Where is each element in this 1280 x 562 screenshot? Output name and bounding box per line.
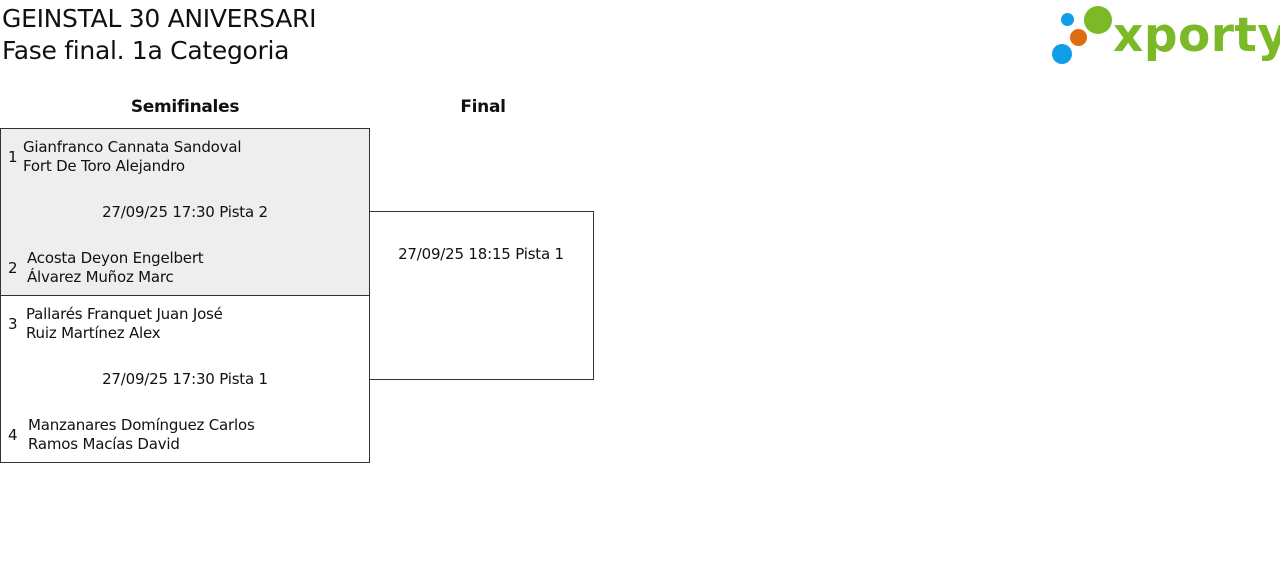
logo-blue-large-dot-icon xyxy=(1052,44,1072,64)
team-seed: 1 xyxy=(8,148,18,166)
match-schedule: 27/09/25 18:15 Pista 1 xyxy=(398,245,564,263)
team-seed: 2 xyxy=(8,259,18,277)
logo-orange-dot-icon xyxy=(1070,29,1087,46)
semifinal-match-2: 3 Pallarés Franquet Juan José Ruiz Martí… xyxy=(0,295,370,463)
round-header-semifinals: Semifinales xyxy=(130,97,240,117)
player-name: Gianfranco Cannata Sandoval xyxy=(23,138,242,156)
match-schedule: 27/09/25 17:30 Pista 1 xyxy=(102,370,268,388)
player-name: Acosta Deyon Engelbert xyxy=(27,249,204,267)
semifinal-match-1: 1 Gianfranco Cannata Sandoval Fort De To… xyxy=(0,128,370,296)
logo-blue-small-dot-icon xyxy=(1061,13,1074,26)
team-seed: 4 xyxy=(8,426,18,444)
match-schedule: 27/09/25 17:30 Pista 2 xyxy=(102,203,268,221)
player-name: Ruiz Martínez Alex xyxy=(26,324,161,342)
player-name: Pallarés Franquet Juan José xyxy=(26,305,223,323)
round-header-final: Final xyxy=(460,97,506,117)
page-title: GEINSTAL 30 ANIVERSARI xyxy=(2,4,317,33)
page-subtitle: Fase final. 1a Categoria xyxy=(2,36,290,65)
xporty-logo: xporty xyxy=(1048,2,1280,68)
logo-wordmark: xporty xyxy=(1113,8,1280,63)
logo-green-dot-icon xyxy=(1084,6,1112,34)
player-name: Álvarez Muñoz Marc xyxy=(27,268,174,286)
team-seed: 3 xyxy=(8,315,18,333)
final-match: 27/09/25 18:15 Pista 1 xyxy=(369,211,594,380)
player-name: Ramos Macías David xyxy=(28,435,180,453)
player-name: Manzanares Domínguez Carlos xyxy=(28,416,255,434)
player-name: Fort De Toro Alejandro xyxy=(23,157,185,175)
